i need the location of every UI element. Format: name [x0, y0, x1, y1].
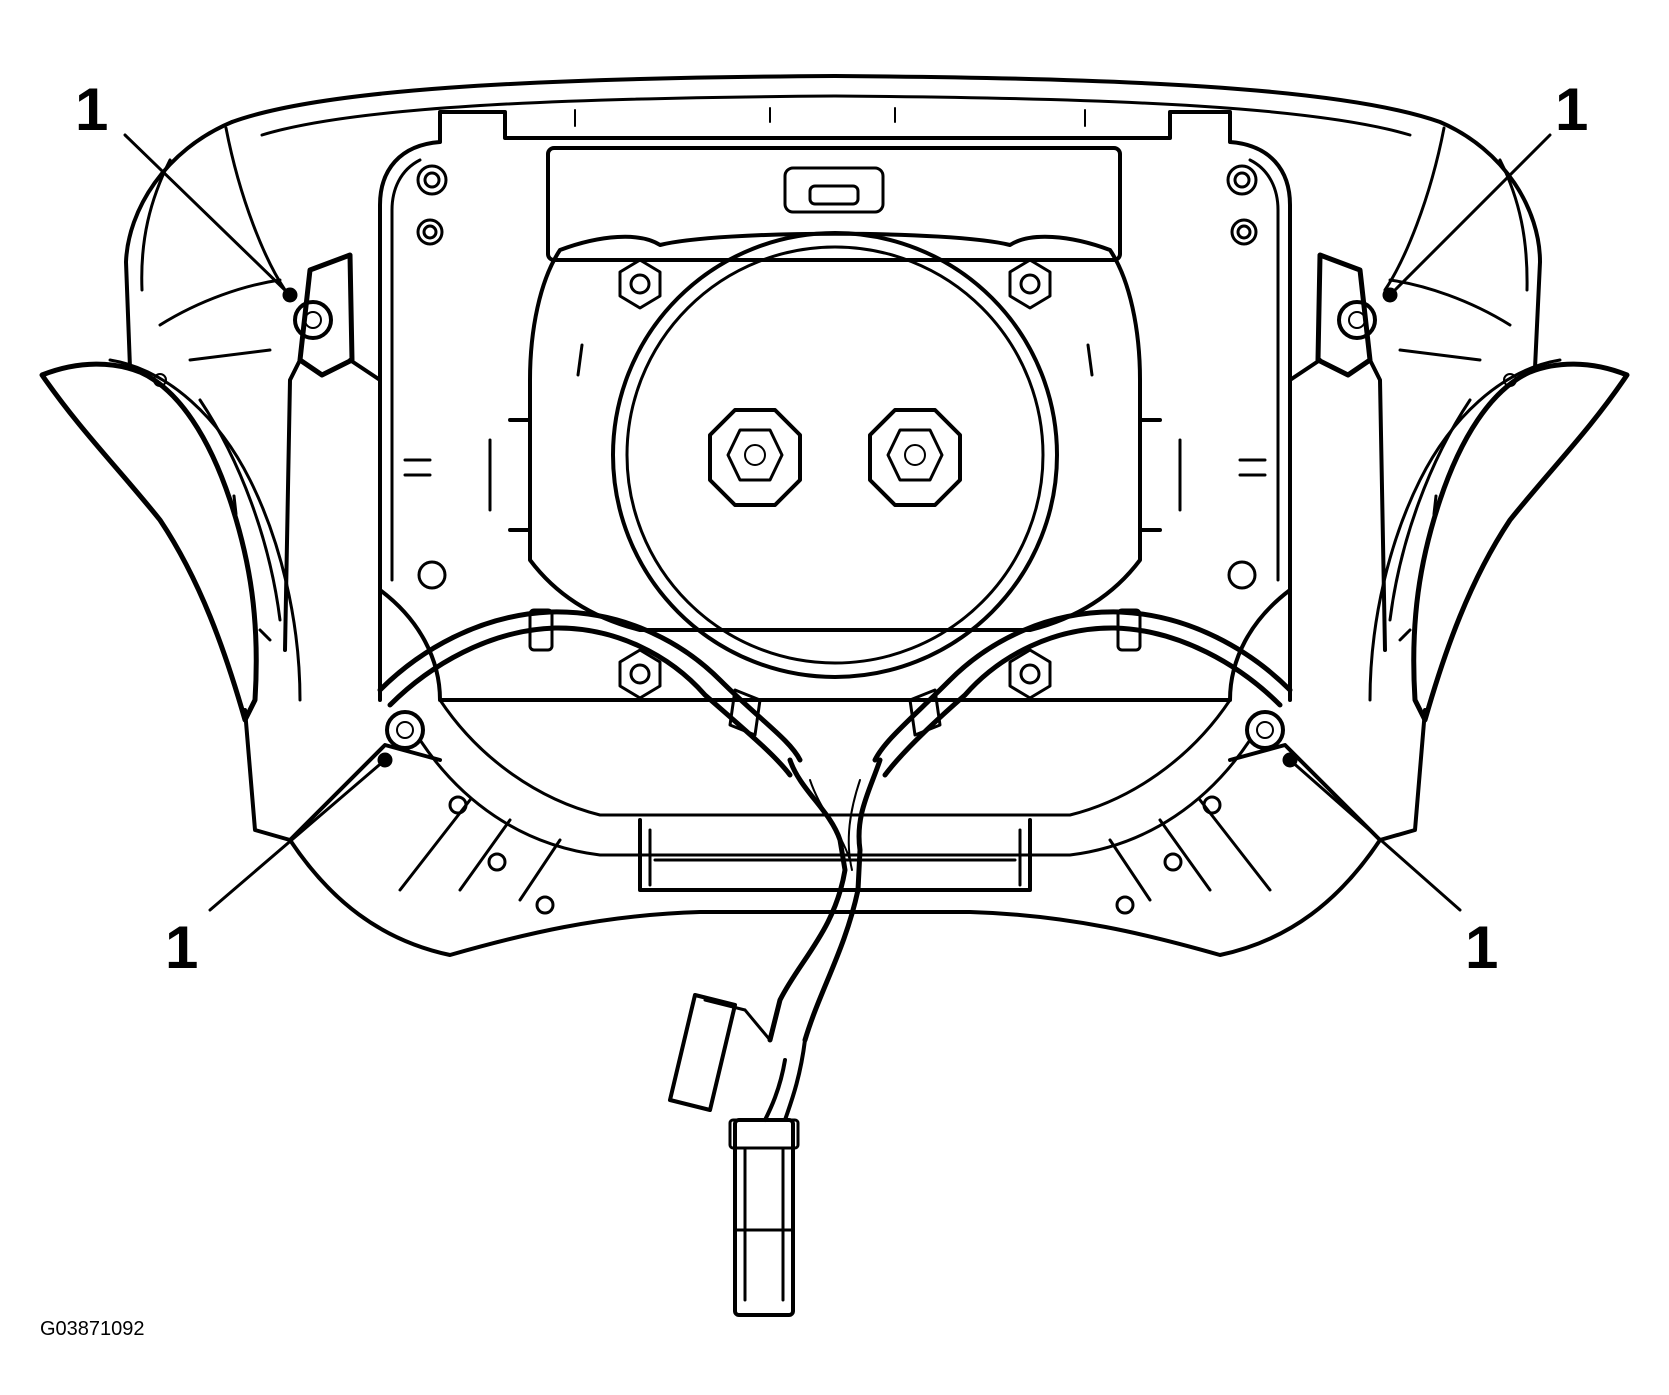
inflator-ring: [528, 231, 1142, 700]
leader-bottom-left: [208, 758, 387, 912]
left-switch-bezel: [39, 126, 382, 842]
callout-leaders: [123, 133, 1552, 912]
callout-label-bottom-left: 1: [165, 914, 199, 981]
leader-bottom-right: [1288, 758, 1462, 912]
leader-top-right: [1388, 133, 1552, 297]
wire-harness: [377, 608, 1293, 1317]
outer-housing: [124, 74, 1542, 370]
leader-top-left: [123, 133, 292, 297]
callout-label-top-left: 1: [75, 76, 109, 143]
callout-label-top-right: 1: [1555, 76, 1589, 143]
figure-id: G03871092: [40, 1318, 145, 1340]
callout-label-bottom-right: 1: [1465, 914, 1499, 981]
right-switch-bezel: [1288, 126, 1630, 842]
center-mount-plate: [378, 107, 1292, 702]
